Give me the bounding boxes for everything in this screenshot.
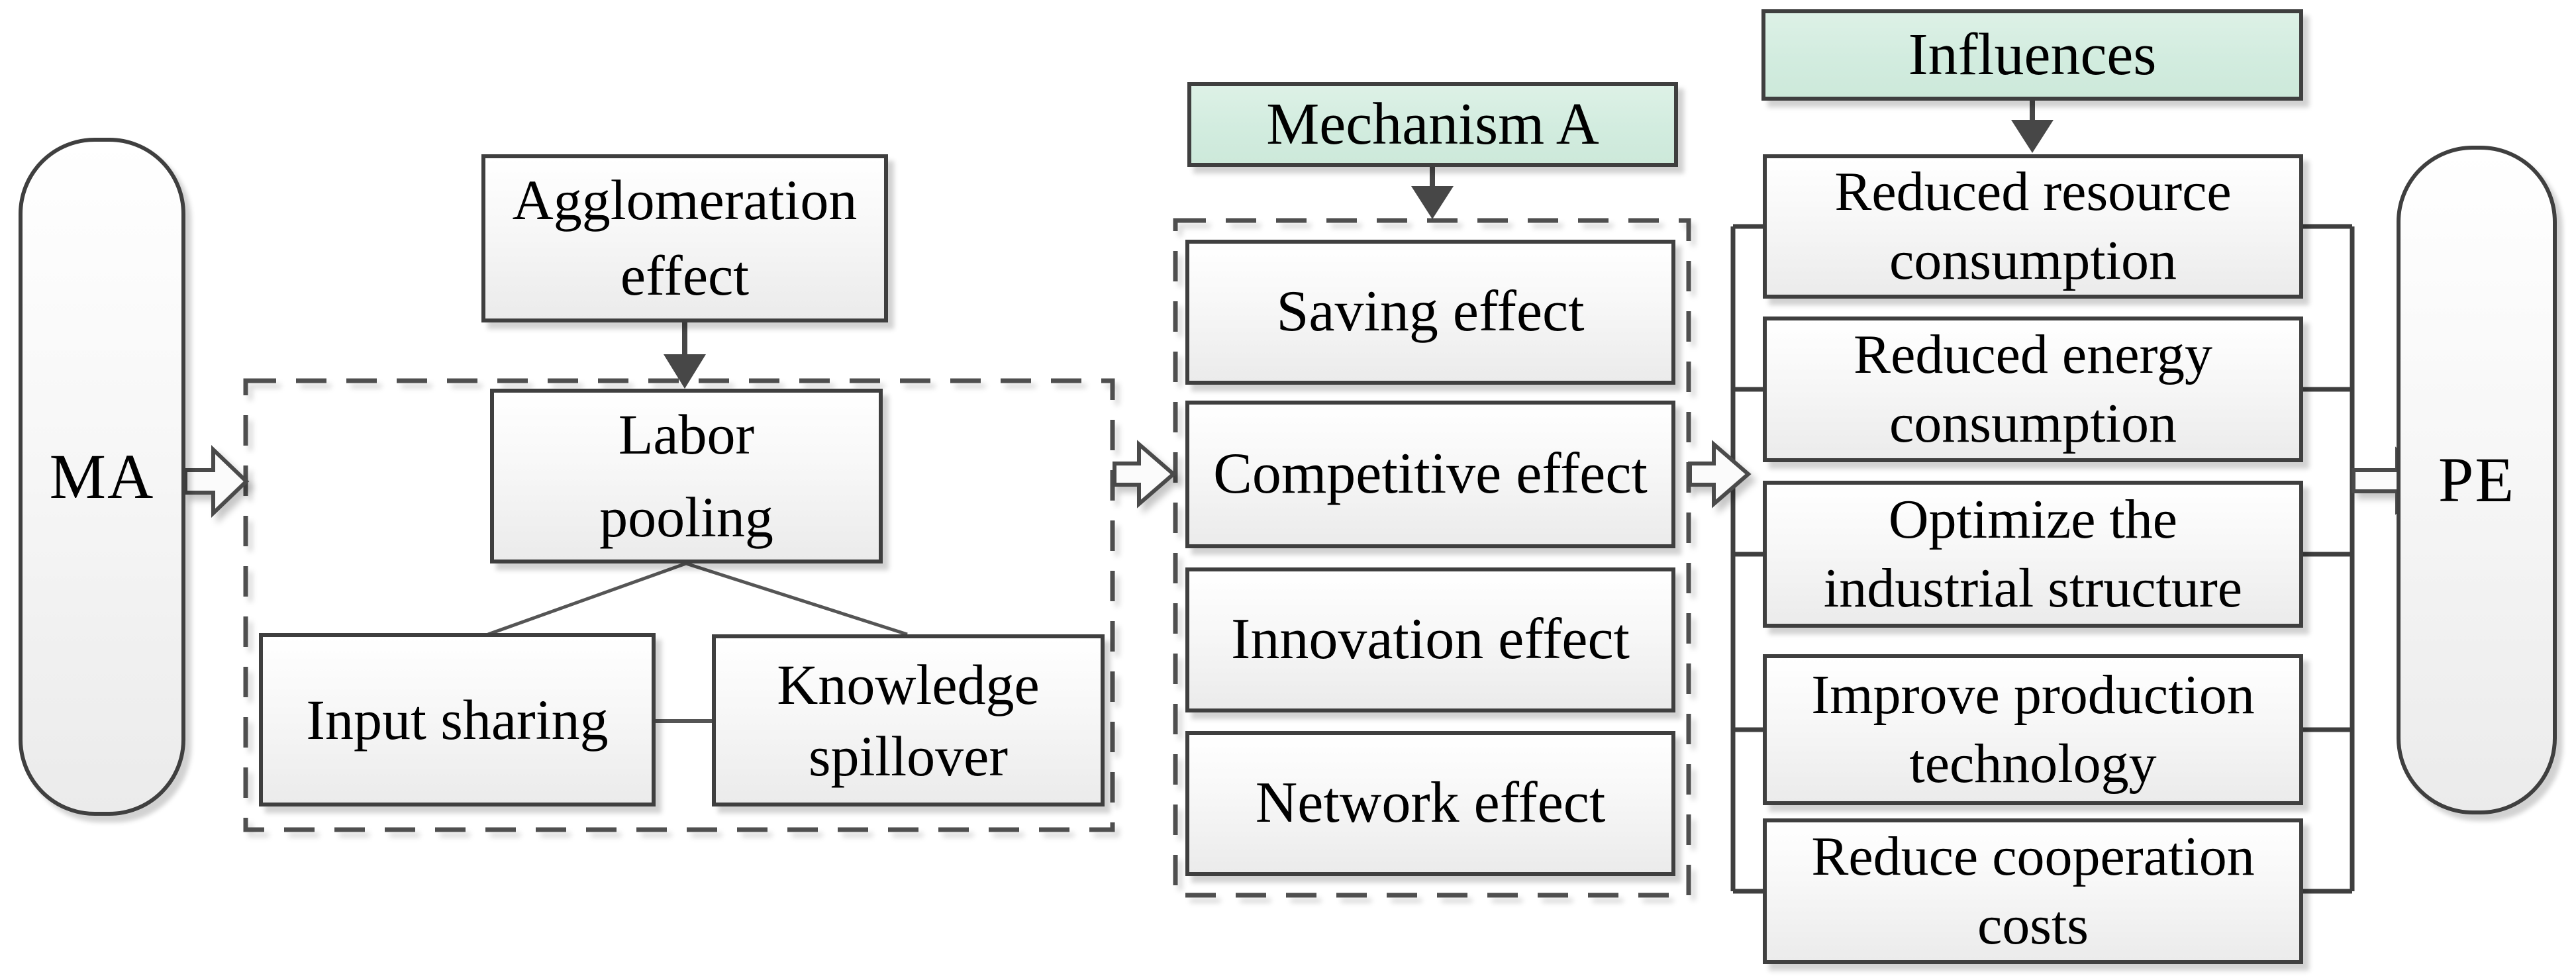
influences-header: Influences xyxy=(1761,9,2303,101)
node-label: Optimize the xyxy=(1888,488,2178,550)
pe-label: PE xyxy=(2438,444,2516,515)
node-label: Reduced resource xyxy=(1834,160,2232,222)
arrow-mechanism-header-down xyxy=(1411,167,1454,219)
arrow-mechanism-to-influences xyxy=(1688,440,1752,509)
node-label: industrial structure xyxy=(1823,558,2243,619)
influences-right-bracket xyxy=(2303,224,2355,894)
node-label: spillover xyxy=(809,724,1008,788)
arrow-ma-to-cluster1 xyxy=(183,444,250,518)
node-label: Reduced energy xyxy=(1854,323,2212,385)
node-label: Innovation effect xyxy=(1231,607,1630,672)
node-label: Input sharing xyxy=(306,687,609,752)
innovation-effect-box: Innovation effect xyxy=(1185,567,1675,712)
pe-node: PE xyxy=(2397,146,2557,814)
labor-to-input-line xyxy=(487,561,687,636)
saving-effect-box: Saving effect xyxy=(1185,240,1675,385)
influence-box-reduce-cooperation-costs: Reduce cooperation costs xyxy=(1763,818,2303,964)
node-label: Improve production xyxy=(1811,663,2255,726)
node-label: Saving effect xyxy=(1276,279,1585,344)
node-label: pooling xyxy=(599,485,773,549)
influence-box-optimize-industrial-structure: Optimize the industrial structure xyxy=(1763,481,2303,628)
influences-left-bracket xyxy=(1730,224,1763,894)
node-label: technology xyxy=(1909,733,2157,795)
arrow-agglomeration-to-labor xyxy=(664,322,706,389)
node-label: Knowledge xyxy=(777,652,1040,716)
competitive-effect-box: Competitive effect xyxy=(1185,401,1675,548)
input-sharing-box: Input sharing xyxy=(259,633,656,806)
arrow-influences-header-down xyxy=(2011,101,2054,153)
knowledge-spillover-box: Knowledge spillover xyxy=(712,634,1105,806)
labor-pooling-box: Labor pooling xyxy=(490,389,883,563)
node-label: Labor xyxy=(618,403,755,467)
influence-box-reduced-energy-consumption: Reduced energy consumption xyxy=(1763,317,2303,462)
node-label: Reduce cooperation xyxy=(1811,825,2255,887)
mechanism-dashed-border xyxy=(1173,218,1691,898)
node-label: consumption xyxy=(1889,230,2177,291)
influence-box-reduced-resource-consumption: Reduced resource consumption xyxy=(1763,154,2303,299)
influence-box-improve-production-technology: Improve production technology xyxy=(1763,654,2303,805)
node-label: Agglomeration xyxy=(512,168,858,232)
mechanism-header: Mechanism A xyxy=(1187,82,1678,167)
ma-label: MA xyxy=(49,440,155,512)
node-label: Network effect xyxy=(1255,771,1606,836)
header-label: Mechanism A xyxy=(1266,91,1599,158)
header-label: Influences xyxy=(1908,22,2157,88)
node-label: Competitive effect xyxy=(1213,442,1648,507)
node-label: effect xyxy=(620,244,750,307)
ma-node: MA xyxy=(19,138,185,816)
agglomeration-effect-box: Agglomeration effect xyxy=(481,154,888,322)
network-effect-box: Network effect xyxy=(1185,731,1675,876)
labor-to-knowledge-line xyxy=(685,561,908,636)
node-label: costs xyxy=(1977,895,2089,956)
node-label: consumption xyxy=(1889,393,2177,454)
arrow-cluster1-to-mechanism xyxy=(1113,440,1177,509)
